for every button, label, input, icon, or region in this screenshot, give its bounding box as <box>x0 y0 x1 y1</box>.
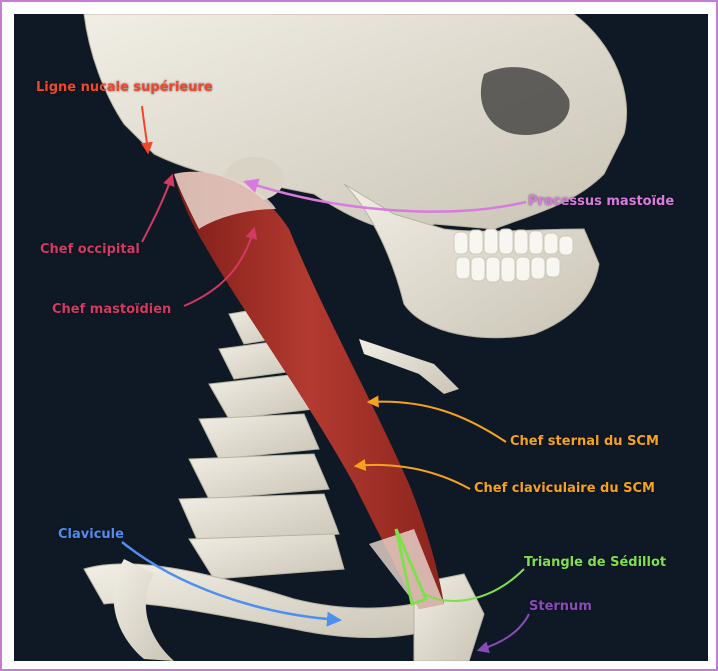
label-triangle: Triangle de Sédillot <box>524 555 666 570</box>
arrow-chef-occipital <box>142 176 172 242</box>
label-ligne-nucale: Ligne nucale supérieure <box>36 80 213 95</box>
anatomy-illustration: Ligne nucale supérieure Processus mastoï… <box>14 14 708 661</box>
label-processus-mastoide: Processus mastoïde <box>528 194 674 209</box>
hyoid <box>359 339 459 394</box>
arrow-sternum <box>479 614 529 650</box>
label-chef-mastoidien: Chef mastoïdien <box>52 302 171 317</box>
label-sternum: Sternum <box>529 599 592 614</box>
label-chef-claviculaire: Chef claviculaire du SCM <box>474 481 655 496</box>
label-chef-occipital: Chef occipital <box>40 242 140 257</box>
label-chef-sternal: Chef sternal du SCM <box>510 434 659 449</box>
arrow-chef-sternal <box>369 402 506 442</box>
label-clavicule: Clavicule <box>58 527 124 542</box>
